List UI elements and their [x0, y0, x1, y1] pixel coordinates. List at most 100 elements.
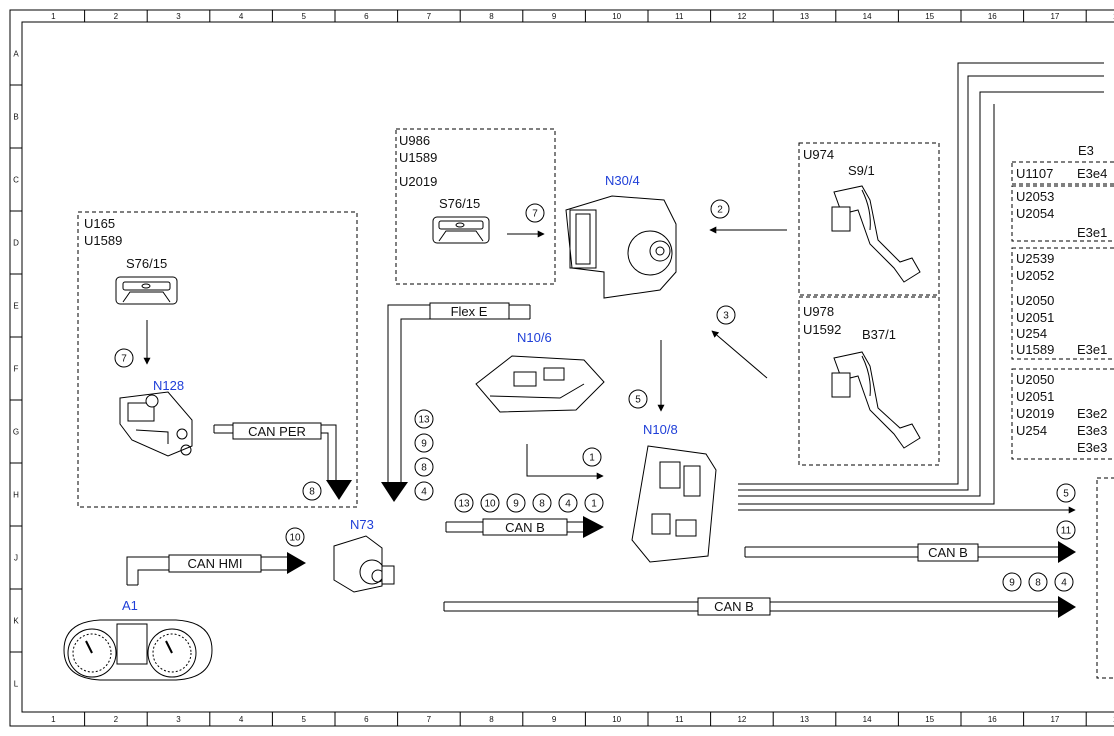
col-label-bottom-16: 16 — [988, 715, 997, 724]
callout-right-row: 9 8 4 — [1002, 572, 1074, 592]
component-n10-6-label: N10/6 — [517, 330, 552, 345]
code-u2054: U2054 — [1016, 206, 1054, 221]
callout-7-left: 7 — [114, 348, 134, 368]
svg-text:4: 4 — [421, 487, 427, 498]
col-label-14: 14 — [863, 12, 872, 21]
suffix-e3e2: E3e2 — [1077, 406, 1107, 421]
suffix-e3e1-a: E3e1 — [1077, 225, 1107, 240]
col-label-bottom-10: 10 — [612, 715, 621, 724]
component-n10-8-label: N10/8 — [643, 422, 678, 437]
right-box-1: E3 U1107 E3e4 — [1011, 143, 1114, 185]
right-box-3: U2539 U2052 U2050 U2051 U254 U1589 E3e1 — [1011, 247, 1114, 360]
switch-label: S76/15 — [126, 256, 167, 271]
brake-switch-top-icon — [432, 216, 490, 244]
row-label-A: A — [13, 50, 19, 59]
col-label-5: 5 — [301, 12, 306, 21]
callout-5: 5 — [628, 389, 648, 409]
row-label-F: F — [14, 365, 19, 374]
row-label-H: H — [13, 491, 19, 500]
col-label-13: 13 — [800, 12, 809, 21]
callout-7-top: 7 — [525, 203, 545, 223]
code-u978: U978 — [803, 304, 834, 319]
svg-text:8: 8 — [421, 463, 427, 474]
svg-text:10: 10 — [484, 499, 496, 510]
code-u974: U974 — [803, 147, 834, 162]
callout-11: 11 — [1056, 520, 1076, 540]
code-u1107: U1107 — [1016, 166, 1053, 181]
suffix-e3e1-b: E3e1 — [1077, 342, 1107, 357]
bus-can-b-right: CAN B — [928, 545, 968, 560]
svg-text:7: 7 — [532, 209, 538, 220]
col-label-bottom-9: 9 — [552, 715, 557, 724]
col-label-bottom-14: 14 — [863, 715, 872, 724]
switch-label-top: S76/15 — [439, 196, 480, 211]
part-s9-1: S9/1 — [848, 163, 875, 178]
pedal-box-top: U974 S9/1 — [798, 142, 940, 296]
instrument-cluster-icon — [63, 619, 213, 681]
row-label-B: B — [13, 113, 18, 122]
svg-text:3: 3 — [723, 311, 729, 322]
bus-can-b-middle: CAN B — [505, 520, 545, 535]
code-u2050-b: U2050 — [1016, 372, 1054, 387]
svg-text:9: 9 — [421, 439, 427, 450]
svg-text:11: 11 — [1061, 526, 1072, 537]
callout-5-right: 5 — [1056, 483, 1076, 503]
code-u2051: U2051 — [1016, 310, 1054, 325]
svg-text:9: 9 — [513, 499, 519, 510]
right-box-4: U2050 U2051 U2019 U254 E3e2 E3e3 E3e3 — [1011, 368, 1114, 460]
code-u2051-b: U2051 — [1016, 389, 1054, 404]
row-label-C: C — [13, 176, 19, 185]
svg-text:7: 7 — [121, 354, 127, 365]
row-label-G: G — [13, 428, 19, 437]
svg-text:4: 4 — [565, 499, 571, 510]
svg-text:13: 13 — [458, 499, 470, 510]
n10-6-module-icon — [475, 355, 605, 413]
col-label-bottom-5: 5 — [301, 715, 306, 724]
pedal-box-bottom: U978 U1592 B37/1 — [798, 296, 940, 466]
svg-text:8: 8 — [309, 487, 315, 498]
row-label-J: J — [14, 554, 18, 563]
svg-text:1: 1 — [591, 499, 597, 510]
col-label-bottom-17: 17 — [1050, 715, 1059, 724]
n128-module-icon — [119, 391, 193, 457]
col-label-15: 15 — [925, 12, 934, 21]
code-u2539: U2539 — [1016, 251, 1054, 266]
col-label-bottom-1: 1 — [51, 715, 56, 724]
right-box-2: U2053 U2054 E3e1 — [1011, 185, 1114, 242]
row-label-D: D — [13, 239, 19, 248]
col-label-bottom-6: 6 — [364, 715, 369, 724]
code-u1592: U1592 — [803, 322, 841, 337]
bus-can-b-bottom: CAN B — [714, 599, 754, 614]
col-label-1: 1 — [51, 12, 56, 21]
frame — [9, 9, 1114, 727]
callout-10: 10 — [285, 527, 305, 547]
col-label-8: 8 — [489, 12, 494, 21]
col-label-bottom-13: 13 — [800, 715, 809, 724]
component-n73-label: N73 — [350, 517, 374, 532]
col-label-10: 10 — [612, 12, 621, 21]
callout-stack: 13 9 8 4 — [414, 409, 434, 501]
col-label-bottom-3: 3 — [176, 715, 181, 724]
code-u986: U986 — [399, 133, 430, 148]
module-n128-label: N128 — [153, 378, 184, 393]
callout-2: 2 — [710, 199, 730, 219]
sam-module-icon — [631, 445, 717, 563]
col-label-bottom-4: 4 — [239, 715, 244, 724]
callout-1-a: 1 — [582, 447, 602, 467]
bus-can-hmi: CAN HMI — [188, 556, 243, 571]
code-u1589-top: U1589 — [399, 150, 437, 165]
svg-text:9: 9 — [1009, 578, 1015, 589]
col-label-bottom-8: 8 — [489, 715, 494, 724]
code-u1589-right: U1589 — [1016, 342, 1054, 357]
code-u2050: U2050 — [1016, 293, 1054, 308]
code-u254: U254 — [1016, 326, 1047, 341]
col-label-bottom-11: 11 — [675, 715, 684, 724]
brake-switch-icon — [115, 276, 178, 305]
code-u2019-b: U2019 — [1016, 406, 1054, 421]
row-label-L: L — [14, 680, 19, 689]
svg-text:13: 13 — [418, 415, 430, 426]
col-label-bottom-12: 12 — [737, 715, 746, 724]
col-label-bottom-2: 2 — [114, 715, 119, 724]
row-label-K: K — [13, 617, 19, 626]
brake-pedal-icon — [831, 185, 921, 283]
